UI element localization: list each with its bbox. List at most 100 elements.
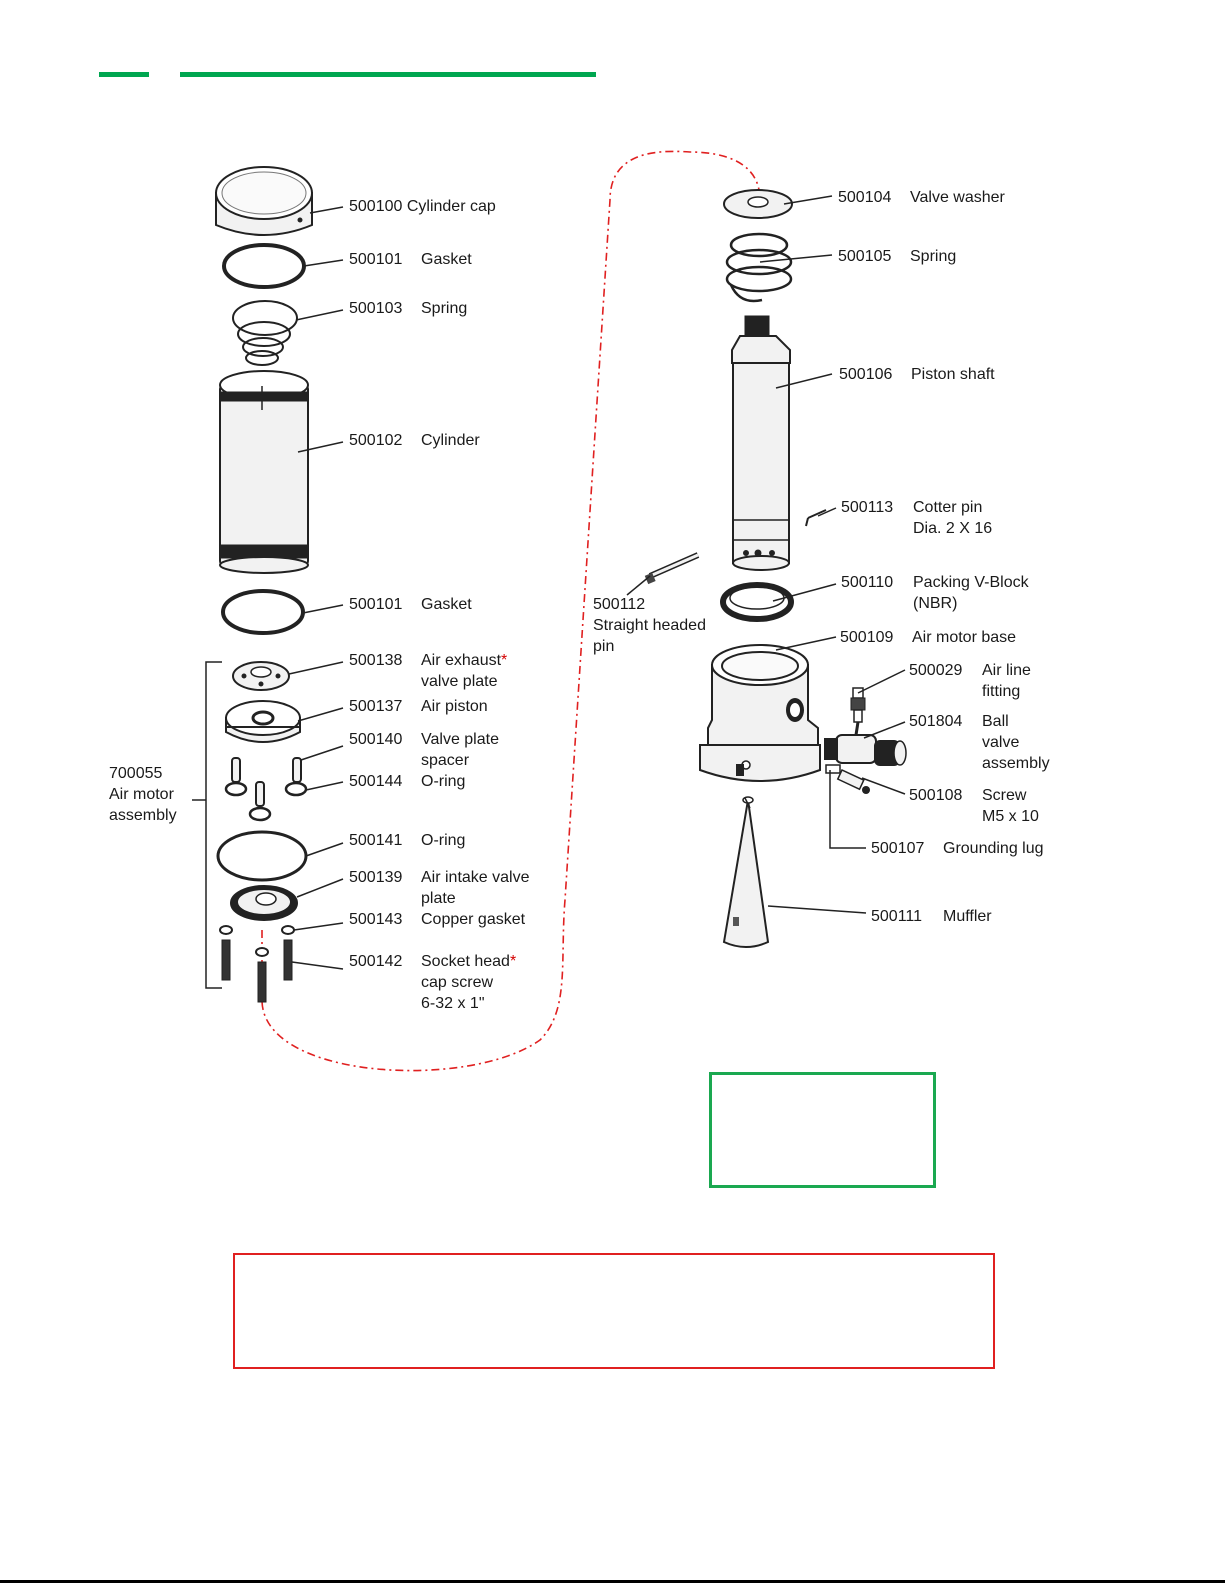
label-500104-name: Valve washer <box>910 189 1005 206</box>
label-500140: 500140 <box>349 731 403 748</box>
label-500107: 500107 <box>871 840 925 857</box>
label-500109: 500109 <box>840 629 894 646</box>
label-500138-name: Air exhaust*valve plate <box>421 650 507 692</box>
spring-right-drawing <box>725 232 793 303</box>
label-500143-name: Copper gasket <box>421 911 526 928</box>
label-500106-name: Piston shaft <box>911 366 995 383</box>
label-500142: 500142 <box>349 953 403 970</box>
left-leader-lines <box>288 206 344 970</box>
label-500141-name: O-ring <box>421 832 466 849</box>
cotter-pin-drawing <box>807 509 827 519</box>
part-name-line3: assembly <box>982 755 1050 772</box>
part-name-line2: spacer <box>421 752 470 769</box>
pin-name: Straight headed <box>593 617 706 634</box>
label-500108-name: Screw M5 x 10 <box>982 785 1039 827</box>
header-accent-bar-long <box>180 72 596 77</box>
red-empty-box <box>233 1253 995 1369</box>
label-500029-name: Air line fitting <box>982 660 1031 702</box>
part-name-line3: 6-32 x 1" <box>421 995 485 1012</box>
grounding-lug-drawing <box>825 764 870 794</box>
part-name: Air line <box>982 662 1031 679</box>
part-name-line2: cap screw <box>421 974 494 991</box>
part-name: Air intake valve <box>421 869 530 886</box>
part-name: Ball <box>982 713 1009 730</box>
label-500109-name: Air motor base <box>912 629 1017 646</box>
packing-vblock-drawing <box>720 582 794 622</box>
muffler-drawing <box>722 796 770 948</box>
cylinder-cap-drawing <box>215 166 313 236</box>
label-500138: 500138 <box>349 652 403 669</box>
label-501804: 501804 <box>909 713 963 730</box>
air-motor-base-drawing <box>699 644 821 782</box>
label-500101-bottom-name: Gasket <box>421 596 472 613</box>
spring-left-drawing <box>232 300 298 366</box>
assembly-number: 700055 <box>109 765 163 782</box>
page-bottom-rule <box>0 1580 1225 1583</box>
part-name-line2: plate <box>421 890 456 907</box>
oring-small-left-drawing <box>224 781 248 797</box>
part-name-line2: valve plate <box>421 673 498 690</box>
oring-large-drawing <box>216 830 308 882</box>
label-500101-top-name: Gasket <box>421 251 472 268</box>
part-name: Air exhaust <box>421 652 502 669</box>
valve-washer-drawing <box>723 189 793 219</box>
label-500143: 500143 <box>349 911 403 928</box>
oring-small-mid-drawing <box>248 806 272 822</box>
label-500111-name: Muffler <box>943 908 992 925</box>
label-500101-bottom: 500101 <box>349 596 403 613</box>
gasket-top-drawing <box>222 243 306 289</box>
spacer-mid-drawing <box>255 781 265 807</box>
part-name: Screw <box>982 787 1027 804</box>
part-name: Valve plate <box>421 731 499 748</box>
asterisk-marker: * <box>501 652 508 669</box>
label-500144-name: O-ring <box>421 773 466 790</box>
label-500139-name: Air intake valve plate <box>421 867 530 909</box>
part-name: Packing V-Block <box>913 574 1029 591</box>
part-name-line2: (NBR) <box>913 595 958 612</box>
pin-name-line2: pin <box>593 638 615 655</box>
label-500102-name: Cylinder <box>421 432 480 449</box>
part-name: Cylinder cap <box>406 198 496 215</box>
label-500101-top: 500101 <box>349 249 402 270</box>
green-empty-box <box>709 1072 936 1188</box>
part-number: 500101 <box>349 251 403 268</box>
label-500102: 500102 <box>349 432 403 449</box>
label-500140-name: Valve plate spacer <box>421 729 499 771</box>
part-name: Cotter pin <box>913 499 983 516</box>
label-500111: 500111 <box>871 908 923 925</box>
part-name-line2: M5 x 10 <box>982 808 1039 825</box>
label-500105-name: Spring <box>910 248 957 265</box>
asterisk-marker: * <box>509 953 517 970</box>
label-500137: 500137 <box>349 698 403 715</box>
air-piston-drawing <box>225 700 301 743</box>
part-name-line2: Dia. 2 X 16 <box>913 520 993 537</box>
piston-shaft-drawing <box>731 315 791 571</box>
gasket-bottom-drawing <box>221 589 305 635</box>
straight-pin-drawing <box>644 552 700 585</box>
label-500103: 500103 <box>349 300 403 317</box>
label-500144: 500144 <box>349 773 403 790</box>
label-500137-name: Air piston <box>421 698 488 715</box>
part-name-line2: fitting <box>982 683 1021 700</box>
right-leader-lines <box>626 195 906 914</box>
header-accent-bar-short <box>99 72 149 77</box>
label-500139: 500139 <box>349 869 403 886</box>
assembly-name-line2: assembly <box>109 807 177 824</box>
label-500141: 500141 <box>349 832 403 849</box>
socket-screws-drawing <box>219 925 295 1003</box>
exhaust-valve-plate-drawing <box>232 661 290 691</box>
label-500108: 500108 <box>909 787 963 804</box>
spacer-right-drawing <box>292 757 302 783</box>
label-500104: 500104 <box>838 189 892 206</box>
label-500029: 500029 <box>909 662 963 679</box>
label-500105: 500105 <box>838 248 892 265</box>
assembly-name: Air motor <box>109 786 174 803</box>
label-500100: 500100 Cylinder cap <box>349 196 496 217</box>
ball-valve-drawing <box>824 721 907 766</box>
